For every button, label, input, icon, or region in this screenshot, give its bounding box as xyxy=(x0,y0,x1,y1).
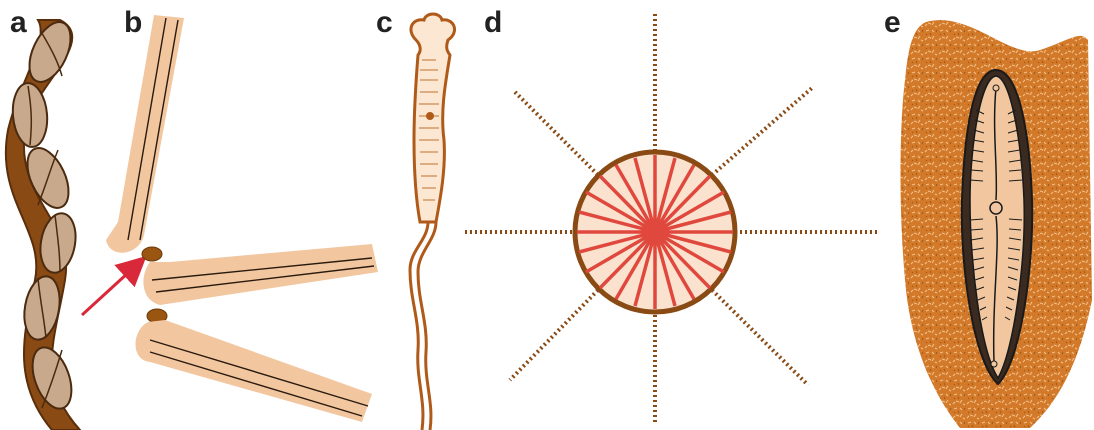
panel-d-centric xyxy=(465,14,880,425)
panel-label-a: a xyxy=(10,6,27,39)
long-stalk xyxy=(410,222,436,430)
panel-label-d: d xyxy=(484,6,502,39)
panel-c-stalked-cell xyxy=(410,14,455,430)
central-nodule xyxy=(990,202,1002,214)
panel-label-c: c xyxy=(376,6,393,39)
panel-b-stalks xyxy=(106,15,378,422)
horizontal-stalk xyxy=(143,244,378,305)
mucilage-pad xyxy=(142,247,162,261)
pointer-arrow xyxy=(82,262,140,315)
panel-e-pennate xyxy=(900,20,1092,428)
panel-label-e: e xyxy=(884,6,901,39)
panel-label-b: b xyxy=(124,6,142,39)
